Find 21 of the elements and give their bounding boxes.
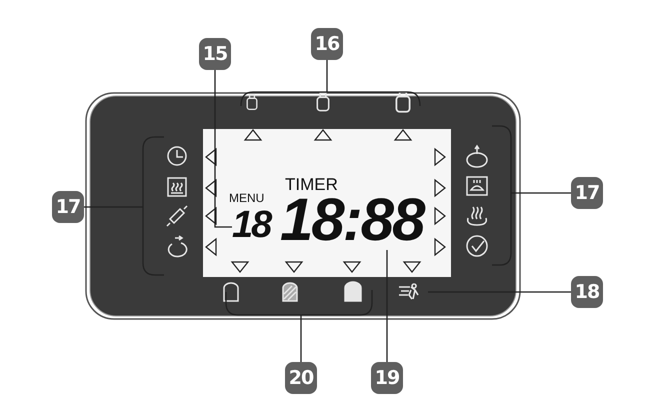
callout-number: 17 [571,177,603,209]
bracket [240,91,421,106]
leader-line [428,291,571,293]
leader-line [326,60,328,92]
callout-number: 17 [52,191,84,223]
bracket [225,290,373,316]
leader-line [511,192,571,194]
callout-number: 19 [371,362,403,394]
callout-number: 18 [571,276,603,308]
leader-line [300,315,302,362]
callout-number: 16 [311,28,343,60]
bracket [142,136,164,276]
display-label: TIMER [285,176,338,193]
callout-number: 20 [285,362,317,394]
segment-digits: 18 [232,206,270,244]
display-label: MENU [229,192,264,204]
segment-digits: 18:88 [280,190,424,250]
leader-line [386,250,388,362]
leader-line [214,70,232,228]
bracket [492,125,512,266]
callout-number: 15 [199,38,231,70]
